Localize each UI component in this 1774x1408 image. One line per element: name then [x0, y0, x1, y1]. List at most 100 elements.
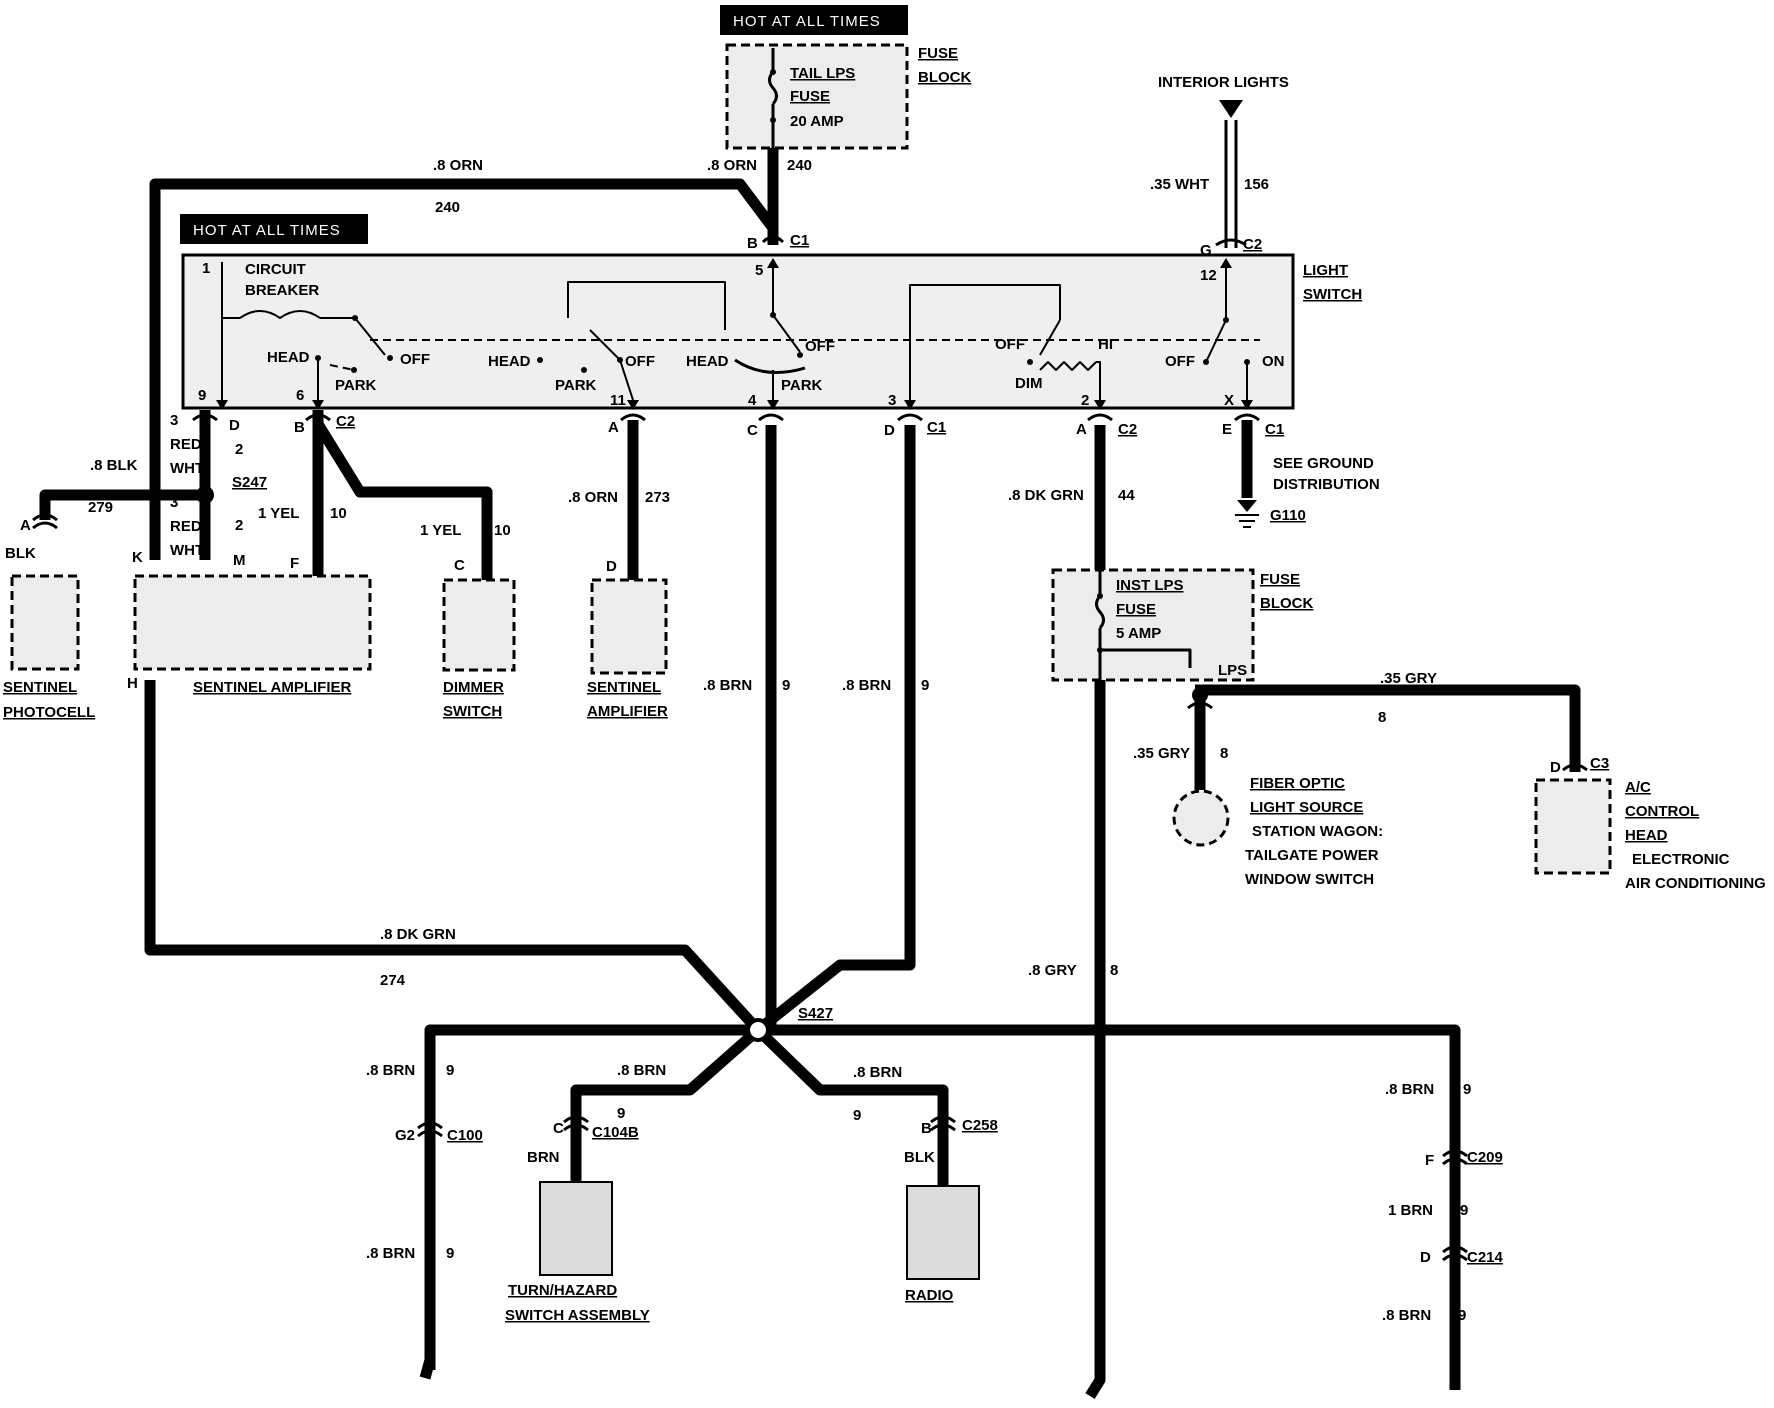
conn-f-209: F [1425, 1152, 1434, 1169]
see-ground-b: DISTRIBUTION [1273, 476, 1380, 493]
ac-label-d: ELECTRONIC [1632, 851, 1730, 868]
sentinel-photocell-label-b: PHOTOCELL [3, 704, 95, 721]
wire-9i: 9 [1458, 1307, 1466, 1324]
conn-c214: C214 [1467, 1249, 1504, 1266]
conn-k: K [132, 549, 143, 566]
inst-fuse-label: FUSE [1116, 601, 1156, 618]
fuse-block-label-1a: FUSE [918, 45, 958, 62]
pin-1: 1 [202, 260, 210, 277]
off-label-4: OFF [995, 336, 1025, 353]
sentinel-amplifier-2-label-a: SENTINEL [587, 679, 661, 696]
ground-g110 [1235, 500, 1259, 528]
circuit-label: CIRCUIT [245, 261, 306, 278]
radio-label: RADIO [905, 1287, 954, 1304]
wire-8gry: .8 GRY [1028, 962, 1077, 979]
conn-d-ac: D [1550, 759, 1561, 776]
pin-11: 11 [610, 392, 626, 409]
conn-b-radio: B [921, 1120, 932, 1137]
turn-hazard-label-a: TURN/HAZARD [508, 1282, 617, 1299]
rw-3b: 3 [170, 494, 178, 511]
dimmer-label-b: SWITCH [443, 703, 502, 720]
park-label-3: PARK [781, 377, 823, 394]
fiber-optic-label-d: TAILGATE POWER [1245, 847, 1379, 864]
splice-s247-label: S247 [232, 474, 267, 491]
conn-a2: A [1076, 421, 1087, 438]
rw-wht-2: WHT [170, 542, 204, 559]
wire-9b: 9 [921, 677, 929, 694]
conn-f: F [290, 555, 299, 572]
inst-lps-label: INST LPS [1116, 577, 1184, 594]
fiber-optic-label-e: WINDOW SWITCH [1245, 871, 1374, 888]
conn-e: E [1222, 421, 1232, 438]
head-label-1: HEAD [267, 349, 310, 366]
wire-240-top: 240 [787, 157, 812, 174]
off-label-1: OFF [400, 351, 430, 368]
breaker-label: BREAKER [245, 282, 319, 299]
wire-156: 156 [1244, 176, 1269, 193]
ac-control-head-box [1534, 778, 1612, 875]
pin-x: X [1224, 392, 1234, 409]
tail-lps-label: TAIL LPS [790, 65, 855, 82]
conn-c3: C3 [1590, 755, 1609, 772]
rw-red-2: RED/ [170, 518, 207, 535]
rw-3a: 3 [170, 412, 178, 429]
wire-9d: 9 [446, 1245, 454, 1262]
splice-lps [1192, 687, 1208, 703]
fuse-symbols [768, 48, 1192, 680]
wire-274: 274 [380, 972, 406, 989]
conn-h: H [127, 675, 138, 692]
wire-10a: 10 [330, 505, 347, 522]
see-ground-a: SEE GROUND [1273, 455, 1374, 472]
head-label-2: HEAD [488, 353, 531, 370]
wire-35wht: .35 WHT [1150, 176, 1209, 193]
conn-c100: C100 [447, 1127, 483, 1144]
wire-8dkgrn: .8 DK GRN [1008, 487, 1084, 504]
ac-label-a: A/C [1625, 779, 1651, 796]
conn-c2-top: C2 [1243, 236, 1262, 253]
park-label-1: PARK [335, 377, 377, 394]
conn-c1c: C1 [1265, 421, 1284, 438]
blk-photocell: BLK [5, 545, 36, 562]
sentinel-amplifier-box [133, 574, 372, 671]
hot-label-1: HOT AT ALL TIMES [733, 13, 881, 30]
hot-at-all-times-box-2 [180, 214, 368, 244]
wire-8brn-f: .8 BRN [853, 1064, 902, 1081]
splice-s427-label: S427 [798, 1005, 833, 1022]
wire-8brn-a: .8 BRN [703, 677, 752, 694]
inst-lps-fuse-block [1051, 568, 1255, 682]
fuse-block-label-1b: BLOCK [918, 69, 971, 86]
splice-s247 [196, 486, 214, 504]
wire-44: 44 [1118, 487, 1135, 504]
wire-8orn-left: .8 ORN [433, 157, 483, 174]
rw-wht-1: WHT [170, 460, 204, 477]
wire-8orn-top: .8 ORN [707, 157, 757, 174]
ac-label-b: CONTROL [1625, 803, 1699, 820]
wire-8brn-c: .8 BRN [366, 1062, 415, 1079]
tail-lps-fuse-block [725, 43, 909, 150]
ac-label-c: HEAD [1625, 827, 1668, 844]
conn-c258: C258 [962, 1117, 998, 1134]
text-labels: HOT AT ALL TIMES HOT AT ALL TIMES FUSE B… [3, 13, 1766, 1324]
ac-label-e: AIR CONDITIONING [1625, 875, 1766, 892]
pin-3: 3 [888, 392, 896, 409]
interior-lights-wire [1219, 100, 1243, 248]
conn-c1b: C1 [927, 419, 946, 436]
conn-c-turn: C [553, 1120, 564, 1137]
wire-8brn-b: .8 BRN [842, 677, 891, 694]
turn-hazard-box [539, 1181, 613, 1276]
conn-b-top: B [747, 235, 758, 252]
wire-273: 273 [645, 489, 670, 506]
hi-label: HI [1098, 336, 1113, 353]
wire-9g: 9 [1463, 1081, 1471, 1098]
conn-c-dimmer: C [454, 557, 465, 574]
wire-8brn-e: .8 BRN [617, 1062, 666, 1079]
conn-g2: G2 [395, 1127, 415, 1144]
wire-35gry-b: .35 GRY [1133, 745, 1190, 762]
conn-c209: C209 [1467, 1149, 1503, 1166]
wire-8orn-273: .8 ORN [568, 489, 618, 506]
conn-c2b: C2 [1118, 421, 1137, 438]
conn-b: B [294, 419, 305, 436]
wire-1yel-b: 1 YEL [420, 522, 461, 539]
tail-amp-label: 20 AMP [790, 113, 844, 130]
